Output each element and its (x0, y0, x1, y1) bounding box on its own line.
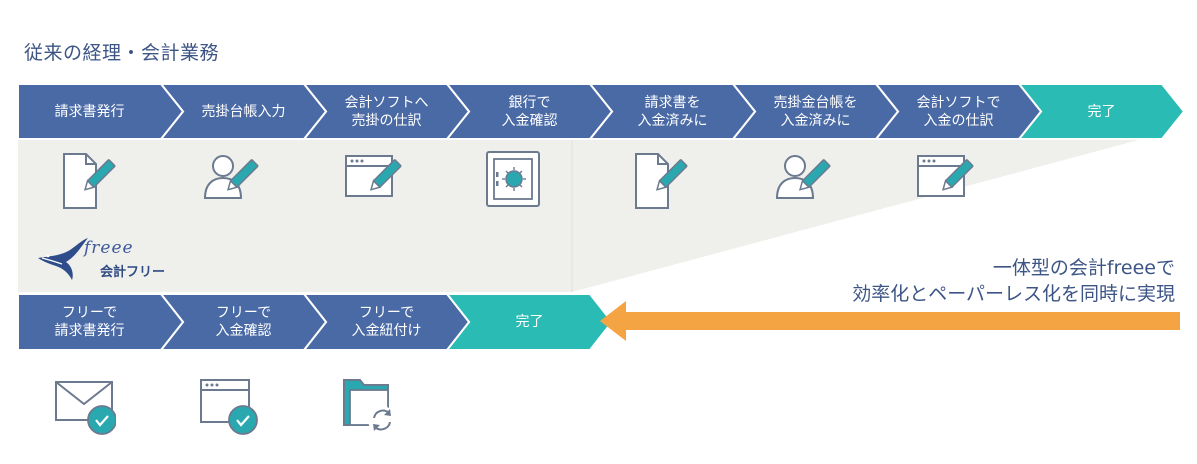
freee-product-label: 会計フリー (100, 265, 166, 280)
freee-wordmark: freee (84, 238, 134, 258)
swallow-bird-icon (38, 238, 88, 280)
traditional-step-8-done: 完了 (1087, 103, 1116, 120)
traditional-step-2: 売掛台帳入力 (201, 103, 286, 120)
orange-arrow-head (600, 301, 626, 341)
page-title: 従来の経理・会計業務 (24, 42, 220, 64)
traditional-step-1: 請求書発行 (54, 103, 125, 120)
orange-arrow (600, 301, 1180, 341)
envelope-check-icon (55, 381, 116, 435)
freee-step-4-done: 完了 (515, 314, 544, 330)
orange-arrow-shaft (622, 312, 1180, 330)
freee-step-2: フリーで 入金確認 (215, 305, 272, 339)
document-pen-icon (635, 153, 688, 209)
user-pen-icon (775, 155, 831, 199)
traditional-step-6: 売掛金台帳を 入金済みに (773, 94, 858, 129)
tagline-line-1: 一体型の会計freeeで (992, 257, 1175, 279)
freee-step-3: フリーで 入金紐付け (351, 305, 422, 339)
document-pen-icon (63, 153, 116, 209)
tagline-line-2: 効率化とペーパーレス化を同時に実現 (852, 283, 1175, 305)
tagline: 一体型の会計freeeで 効率化とペーパーレス化を同時に実現 (852, 255, 1175, 307)
traditional-step-4: 銀行で 入金確認 (501, 94, 558, 129)
folder-sync-icon (343, 379, 396, 434)
window-pen-icon (917, 155, 974, 197)
traditional-step-5: 請求書を 入金済みに (637, 94, 708, 129)
traditional-step-7: 会計ソフトで 入金の仕訳 (916, 94, 1001, 129)
safe-icon (486, 151, 540, 207)
user-pen-icon (203, 155, 259, 199)
window-check-icon (200, 379, 258, 435)
freee-step-1: フリーで 請求書発行 (54, 305, 125, 339)
window-pen-icon (345, 155, 402, 197)
traditional-step-3: 会計ソフトへ 売掛の仕訳 (344, 94, 429, 129)
